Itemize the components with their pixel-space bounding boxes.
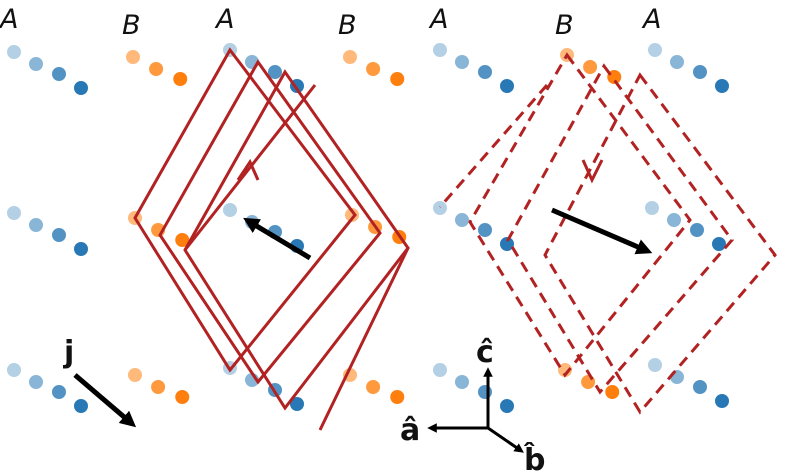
atom-a <box>28 217 44 233</box>
current-loops-solid <box>133 47 410 431</box>
atom-a <box>454 212 470 228</box>
atom-a <box>689 222 705 238</box>
loop-solid-5 <box>318 247 410 431</box>
atom-a <box>432 42 448 58</box>
atom-a <box>692 64 708 80</box>
atom-b <box>582 59 599 75</box>
loop-solid-2 <box>158 59 382 385</box>
atom-b <box>342 49 358 65</box>
atom-a <box>432 362 448 378</box>
stack-label-3: A <box>214 4 234 35</box>
axis-b-arrow <box>487 426 524 453</box>
loop-dashed-1 <box>468 52 692 378</box>
atom-a <box>222 202 238 218</box>
axis-b-label: b̂ <box>523 443 546 475</box>
current-loops-dashed <box>438 52 777 415</box>
stack-label-5: A <box>428 4 448 35</box>
atom-a <box>647 42 663 58</box>
atom-a <box>477 64 493 80</box>
stack-label-4: B <box>338 10 357 41</box>
atom-chains <box>6 42 730 414</box>
atom-a <box>73 398 89 414</box>
atom-a <box>6 362 22 378</box>
atom-b <box>389 71 406 87</box>
atom-b <box>580 374 597 390</box>
atom-a <box>51 66 67 82</box>
atom-b <box>344 207 360 223</box>
atom-a <box>711 236 727 252</box>
loop-solid-1 <box>133 47 357 373</box>
loop-direction-down <box>581 159 604 184</box>
axis-a-label: â <box>400 413 420 448</box>
stacking-labels: A B A B A B A <box>0 4 661 41</box>
stack-label-1: A <box>0 4 18 35</box>
atom-b <box>174 389 191 405</box>
atom-a <box>477 384 493 400</box>
atom-a <box>644 200 660 216</box>
right-moment-arrow <box>551 207 653 255</box>
vectors <box>73 207 653 453</box>
atom-b <box>148 61 165 77</box>
atom-b <box>125 49 141 65</box>
loop-direction-up <box>236 158 260 181</box>
loop-dashed-3 <box>543 72 777 415</box>
loop-dashed-4 <box>438 84 549 208</box>
atom-a <box>6 205 22 221</box>
atom-a <box>454 374 470 390</box>
atom-a <box>714 393 730 409</box>
loop-solid-3 <box>183 69 410 411</box>
left-moment-arrow <box>243 217 312 261</box>
atom-b <box>389 389 406 405</box>
atom-a <box>669 54 685 70</box>
atom-a <box>477 222 493 238</box>
atom-b <box>604 384 621 400</box>
atom-a <box>692 379 708 395</box>
atom-a <box>714 78 730 94</box>
atom-b <box>150 379 167 395</box>
atom-a <box>51 384 67 400</box>
atom-a <box>28 56 44 72</box>
atom-b <box>365 61 382 77</box>
atom-b <box>365 379 382 395</box>
loop-solid-4 <box>183 84 317 251</box>
current-arrow <box>73 373 137 428</box>
stack-label-7: A <box>641 4 661 35</box>
atom-a <box>499 78 515 94</box>
stack-label-2: B <box>122 10 141 41</box>
stack-label-6: B <box>555 10 574 41</box>
atom-b <box>127 367 143 383</box>
loop-dashed-2 <box>506 63 734 395</box>
axis-c-label: ĉ <box>476 335 494 370</box>
atom-a <box>499 236 515 252</box>
atom-a <box>432 200 448 216</box>
atom-a <box>28 374 44 390</box>
atom-a <box>647 357 663 373</box>
current-label: j <box>63 335 74 370</box>
atom-b <box>172 71 189 87</box>
atom-a <box>51 227 67 243</box>
atom-a <box>73 80 89 96</box>
atom-a <box>454 54 470 70</box>
atom-a <box>499 398 515 414</box>
atom-a <box>73 241 89 257</box>
atom-a <box>666 212 682 228</box>
atom-a <box>6 44 22 60</box>
atom-a <box>267 64 283 80</box>
